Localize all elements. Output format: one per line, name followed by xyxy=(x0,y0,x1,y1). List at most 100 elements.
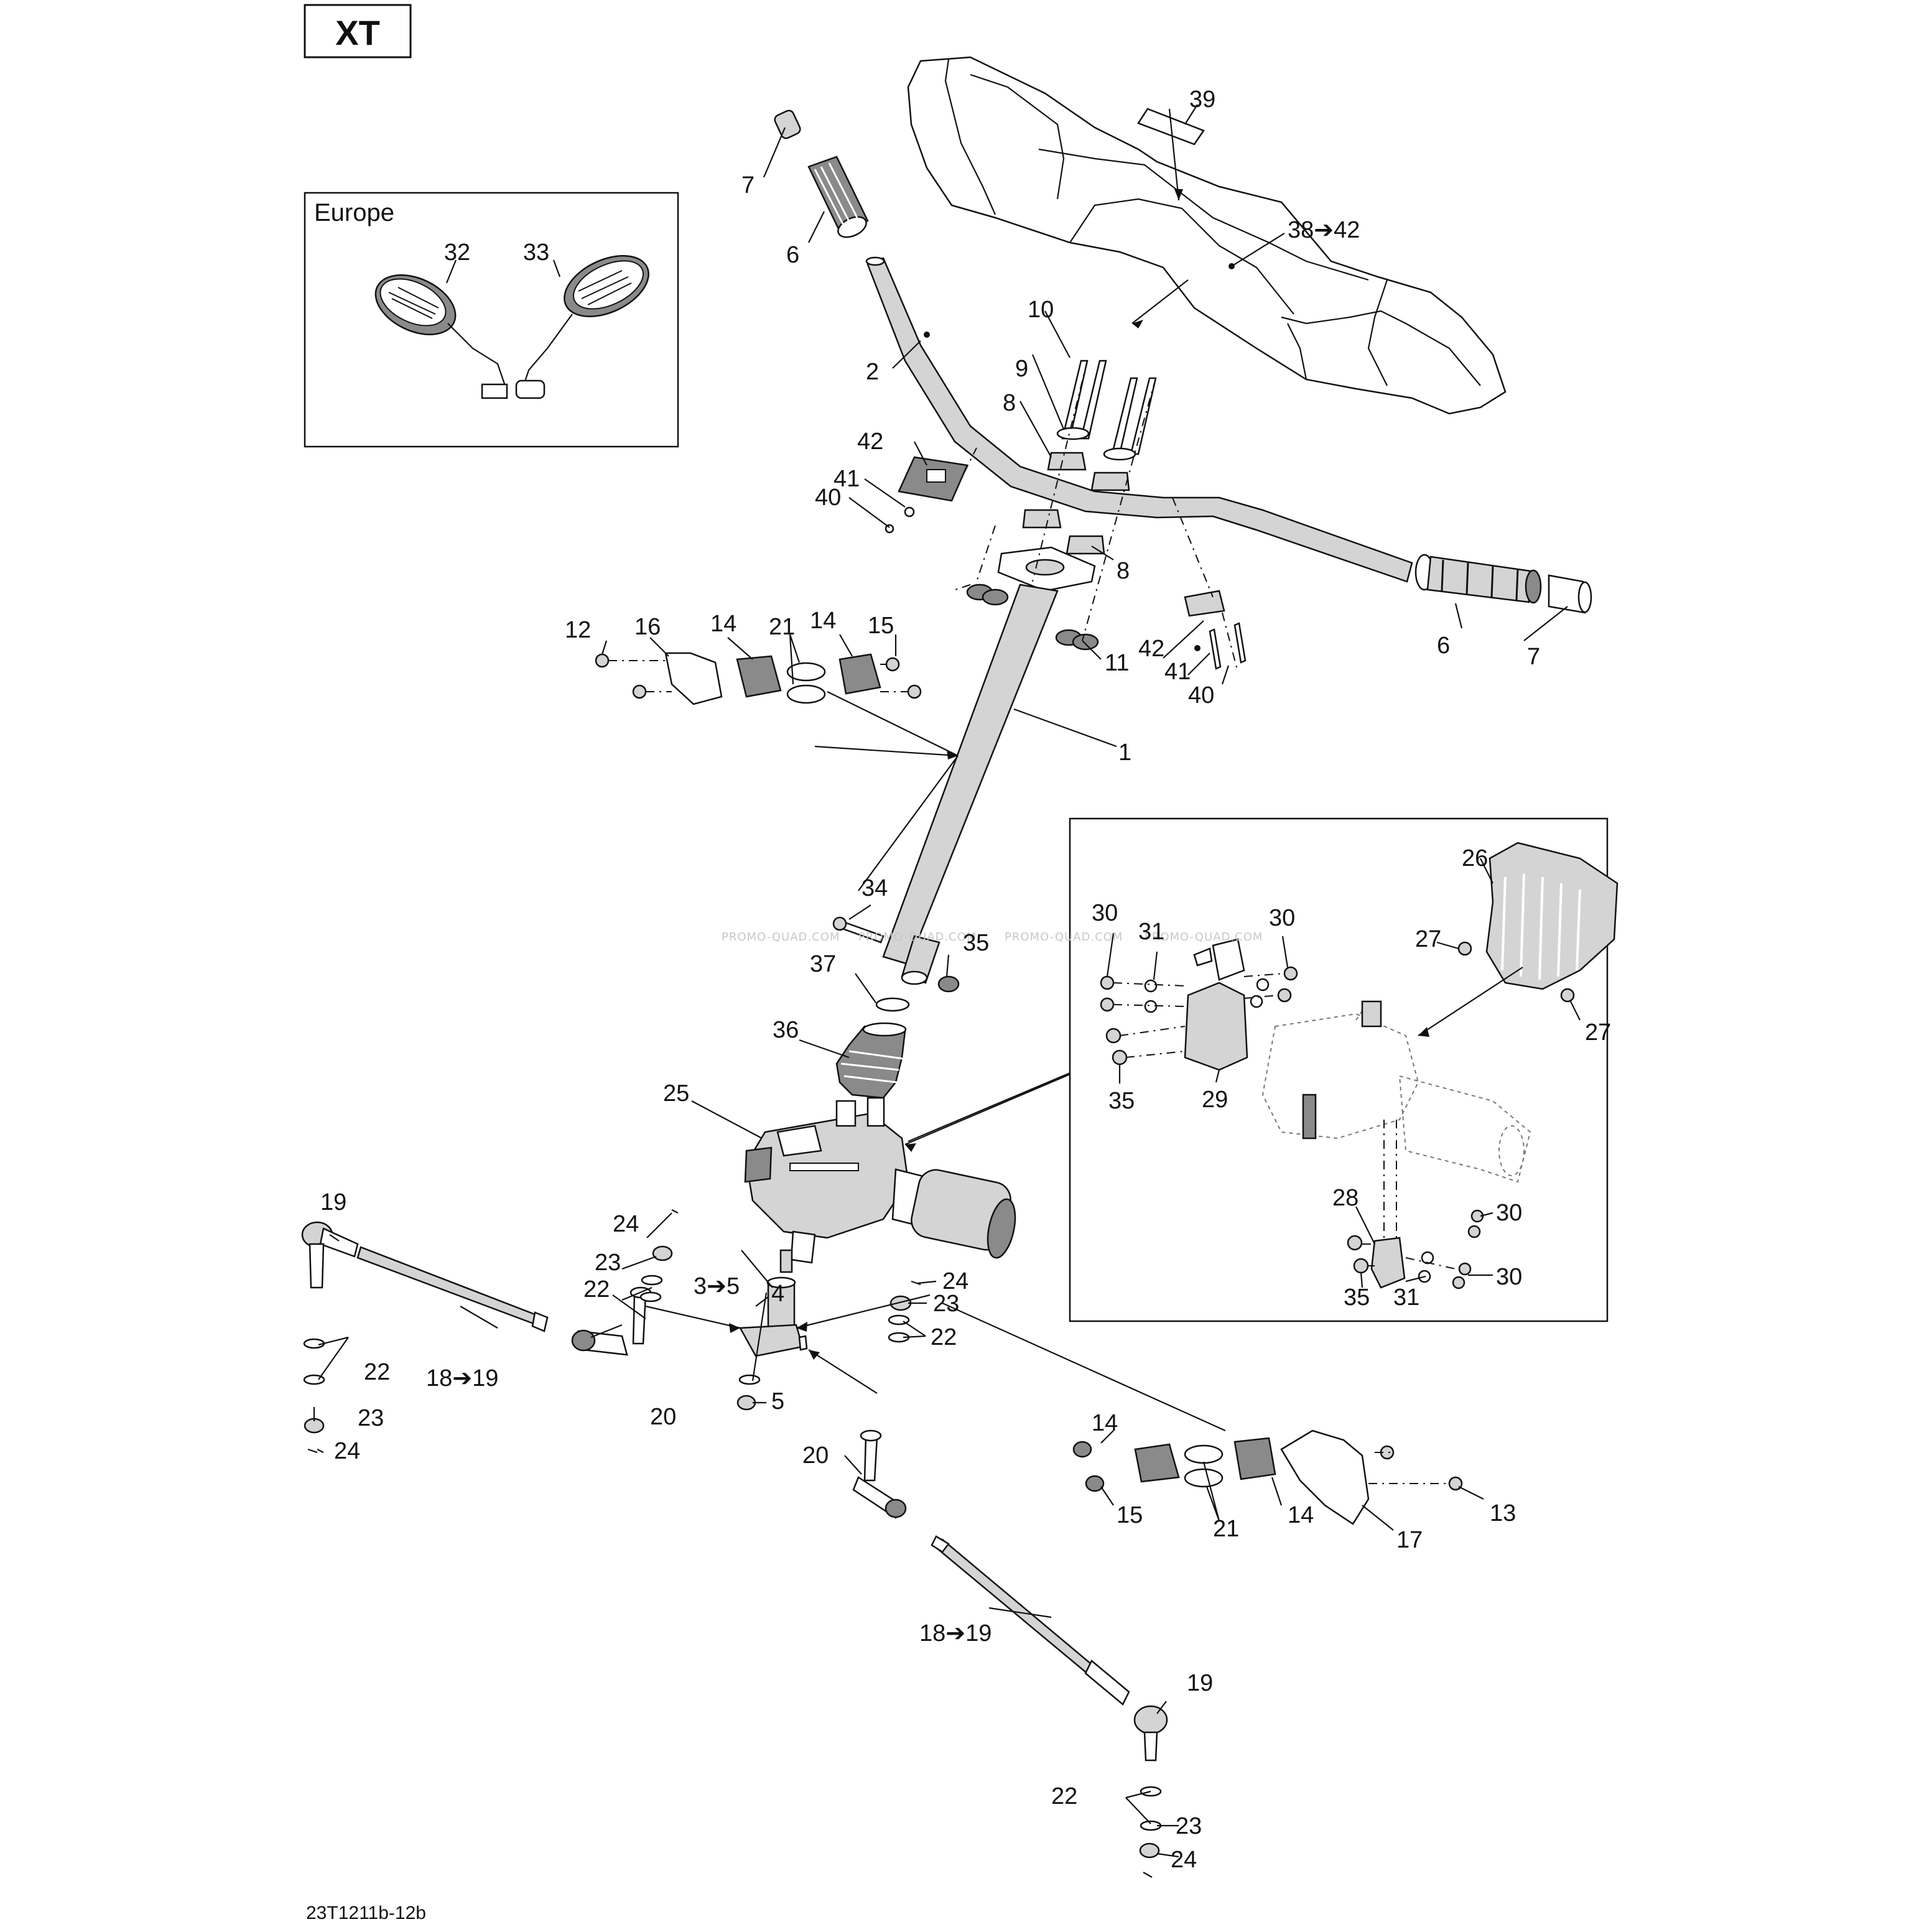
callout-label: 41 xyxy=(1164,659,1191,685)
callout-label: 25 xyxy=(663,1080,689,1107)
callout-label: 37 xyxy=(810,951,836,977)
callout-label: 23 xyxy=(595,1250,621,1276)
screw-icon xyxy=(1194,622,1247,670)
steering-column xyxy=(882,583,1059,985)
nut-icon xyxy=(304,1245,673,1434)
callout-label: 30 xyxy=(1092,900,1118,926)
handlebar-pad xyxy=(907,56,1507,415)
callout-label: 31 xyxy=(1393,1284,1419,1311)
callout-label: 16 xyxy=(634,614,661,640)
callout-label: 27 xyxy=(1415,926,1441,952)
callout-label: 7 xyxy=(1527,644,1540,670)
callout-label: 40 xyxy=(1188,682,1214,708)
callout-label: 27 xyxy=(1585,1019,1611,1046)
callout-label: 34 xyxy=(862,875,888,901)
callout-label: 18➔19 xyxy=(919,1620,992,1646)
callout-label: 1 xyxy=(1118,740,1131,766)
tie-rod-icon xyxy=(852,1295,1168,1762)
grip-icon xyxy=(774,109,869,238)
callout-label: 23 xyxy=(358,1405,384,1431)
callout-label: 21 xyxy=(769,614,795,640)
bearing-block-icon xyxy=(1134,1429,1370,1525)
callout-label: 4 xyxy=(771,1281,784,1307)
europe-inset: Europe 32 33 xyxy=(304,192,679,448)
callout-label: 6 xyxy=(786,242,799,268)
bolt-icon xyxy=(1061,360,1157,455)
callout-label: 21 xyxy=(1213,1516,1239,1542)
callout-label: 18➔19 xyxy=(426,1365,498,1391)
callout-label: 35 xyxy=(1108,1088,1135,1114)
callout-label: 29 xyxy=(1202,1087,1228,1113)
callout-label: 30 xyxy=(1496,1200,1522,1226)
clamp-icon xyxy=(1022,452,1225,617)
callout-label: 2 xyxy=(866,359,879,385)
callout-label: 14 xyxy=(1092,1410,1118,1436)
callout-label: 32 xyxy=(444,239,470,266)
nut-icon xyxy=(937,975,960,993)
callout-label: 22 xyxy=(1051,1783,1077,1809)
callout-label: 40 xyxy=(815,485,841,511)
callout-label: 24 xyxy=(942,1268,968,1294)
europe-inset-title: Europe xyxy=(314,199,394,226)
callout-label: 5 xyxy=(771,1388,784,1414)
callout-label: 8 xyxy=(1003,390,1016,416)
watermark-text: PROMO-QUAD.COM xyxy=(1145,931,1263,944)
callout-label: 14 xyxy=(1288,1502,1314,1528)
nut-icon xyxy=(736,1395,756,1411)
callout-label: 15 xyxy=(1117,1502,1143,1528)
mirror-icon xyxy=(374,274,508,399)
watermark-text: PROMO-QUAD.COM xyxy=(858,931,977,944)
callout-label: 23 xyxy=(933,1291,959,1317)
grip-icon xyxy=(1414,554,1592,614)
callout-label: 22 xyxy=(931,1324,957,1350)
callout-label: 35 xyxy=(1344,1284,1370,1311)
callout-label: 24 xyxy=(334,1438,360,1464)
callout-label: 28 xyxy=(1332,1185,1358,1211)
boot-icon xyxy=(835,1022,907,1099)
bolt-icon xyxy=(832,916,885,944)
callout-label: 6 xyxy=(1437,633,1450,659)
callout-label: 30 xyxy=(1269,905,1295,931)
callout-label: 8 xyxy=(1117,558,1130,584)
mirror-icon xyxy=(515,255,649,399)
callout-label: 23 xyxy=(1176,1813,1202,1839)
bolt-icon xyxy=(1100,966,1484,1289)
callout-label: 38➔42 xyxy=(1288,217,1360,243)
callout-label: 19 xyxy=(1187,1670,1213,1696)
handlebar-tube xyxy=(865,256,1413,583)
callout-label: 26 xyxy=(1462,845,1488,871)
callout-label: 22 xyxy=(364,1359,390,1385)
nut-icon xyxy=(1139,1842,1160,1859)
callout-label: 24 xyxy=(1171,1847,1197,1873)
callout-label: 35 xyxy=(963,930,989,956)
callout-label: 22 xyxy=(583,1276,610,1303)
callout-label: 24 xyxy=(613,1211,639,1237)
variant-badge: XT xyxy=(304,4,412,58)
washer-icon xyxy=(1144,978,1434,1283)
callout-label: 12 xyxy=(565,617,591,643)
callout-label: 9 xyxy=(1015,356,1028,382)
callout-label: 42 xyxy=(857,429,883,455)
callout-label: 14 xyxy=(810,608,836,634)
callout-label: 20 xyxy=(802,1442,829,1469)
nut-icon xyxy=(595,653,922,699)
tie-rod-icon xyxy=(301,1221,652,1356)
callout-label: 13 xyxy=(1490,1500,1516,1526)
callout-label: 20 xyxy=(650,1404,676,1430)
callout-label: 31 xyxy=(1138,919,1164,945)
callout-label: 19 xyxy=(320,1189,346,1215)
callout-label: 17 xyxy=(1396,1527,1423,1553)
drawing-number: 23T1211b-12b xyxy=(306,1903,426,1923)
callout-label: 10 xyxy=(1028,297,1054,323)
callout-label: 11 xyxy=(1105,650,1129,676)
callout-label: 15 xyxy=(868,613,894,639)
variant-badge-text: XT xyxy=(335,13,380,52)
watermark-text: PROMO-QUAD.COM xyxy=(1005,931,1123,944)
callout-label: 7 xyxy=(741,172,755,198)
bearing-block-icon xyxy=(664,652,881,705)
callout-label: 41 xyxy=(834,466,860,492)
steering-gear-icon xyxy=(744,1097,1016,1273)
pitman-arm-icon xyxy=(738,1276,808,1357)
callout-label: 42 xyxy=(1138,636,1164,662)
